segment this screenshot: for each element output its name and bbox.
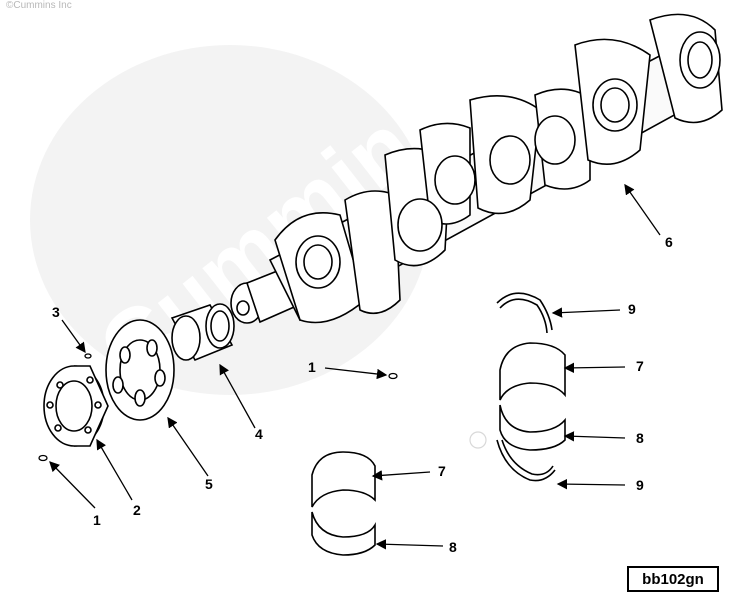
crankshaft <box>230 13 723 324</box>
main-bearing-shells-right <box>499 342 566 451</box>
dowel-pins <box>38 353 398 462</box>
callout-9-bottom: 9 <box>636 477 644 493</box>
figure-id-label: bb102gn <box>627 566 719 592</box>
callout-8-right: 8 <box>636 430 644 446</box>
callout-8-left: 8 <box>449 539 457 555</box>
callout-7-right: 7 <box>636 358 644 374</box>
thrust-washers <box>496 292 556 482</box>
callout-4: 4 <box>255 426 263 442</box>
copyright-text: ©Cummins Inc <box>6 0 72 11</box>
callout-2: 2 <box>133 502 141 518</box>
tone-wheel <box>105 319 175 421</box>
callout-3: 3 <box>52 304 60 320</box>
callout-9-top: 9 <box>628 301 636 317</box>
callout-6: 6 <box>665 234 673 250</box>
callout-1-dowel-left: 1 <box>93 512 101 528</box>
callout-5: 5 <box>205 476 213 492</box>
leader-lines <box>49 183 661 550</box>
callout-1-dowel-center: 1 <box>308 359 316 375</box>
crankshaft-gear <box>170 303 235 362</box>
front-adapter <box>43 365 109 447</box>
callout-7-left: 7 <box>438 463 446 479</box>
registered-mark <box>469 431 487 449</box>
main-bearing-shells-left <box>311 451 376 556</box>
